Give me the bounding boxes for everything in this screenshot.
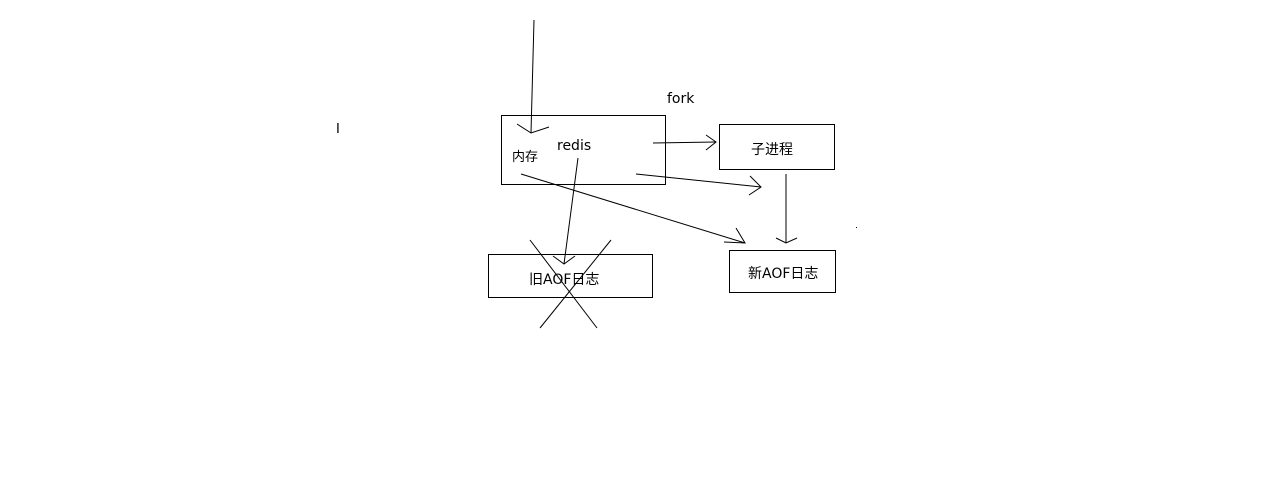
new-aof-box bbox=[729, 250, 836, 293]
new-aof-label: 新AOF日志 bbox=[748, 266, 819, 282]
child-process-box bbox=[719, 124, 835, 170]
memory-to-new-aof-arrow bbox=[520, 173, 746, 244]
write-buffer-arrowhead bbox=[748, 175, 762, 196]
cursor-mark: I bbox=[336, 122, 340, 137]
stray-dot bbox=[856, 227, 857, 228]
old-aof-cross-stroke-1 bbox=[529, 239, 598, 329]
redis-to-old-aof-arrowhead bbox=[552, 255, 576, 265]
old-aof-label: 旧AOF日志 bbox=[529, 272, 600, 288]
fork-arrow bbox=[652, 141, 717, 144]
child-process-label: 子进程 bbox=[751, 142, 793, 158]
memory-to-new-aof-arrowhead bbox=[723, 227, 746, 244]
old-aof-box bbox=[488, 254, 653, 298]
child-to-new-aof-arrowhead bbox=[775, 237, 798, 244]
old-aof-cross-stroke-2 bbox=[539, 239, 612, 329]
memory-label: 内存 bbox=[512, 150, 539, 165]
redis-box bbox=[501, 115, 666, 185]
redis-to-old-aof-arrow bbox=[563, 157, 579, 265]
incoming-arrowhead bbox=[516, 123, 550, 134]
incoming-arrow bbox=[530, 19, 535, 134]
redis-label: redis bbox=[557, 138, 592, 154]
fork-label: fork bbox=[667, 91, 695, 107]
fork-arrowhead bbox=[705, 134, 717, 151]
write-buffer-arrow bbox=[635, 173, 762, 188]
